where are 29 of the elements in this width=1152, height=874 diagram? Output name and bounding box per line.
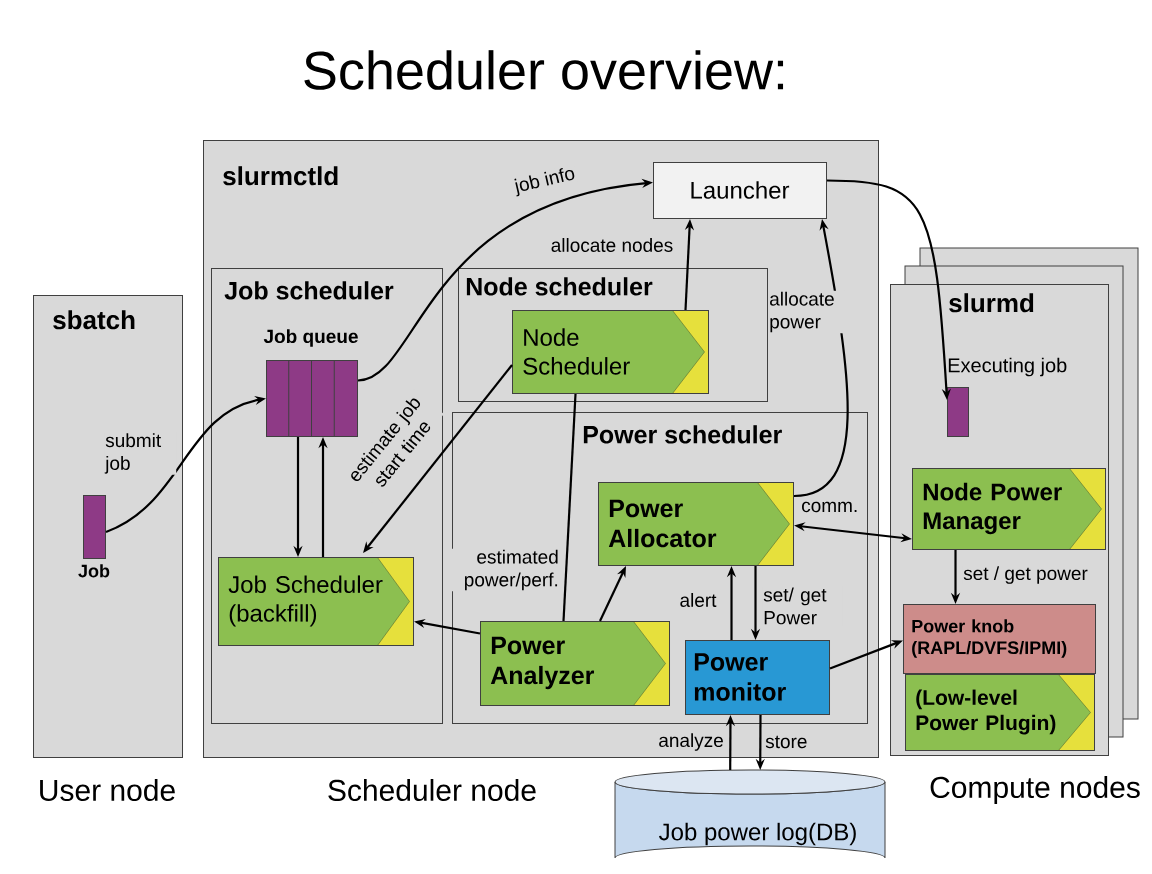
- edge-label: alert: [678, 592, 718, 608]
- node-caption: Scheduler node: [328, 779, 536, 801]
- database-cylinder: Job power log(DB): [614, 769, 886, 859]
- node-caption: Compute nodes: [930, 776, 1140, 804]
- job-bar: Executing job: [947, 357, 1067, 437]
- edge-label: estimated power/perf.: [447, 548, 560, 592]
- node-caption: User node: [40, 779, 175, 801]
- node-label: Executing job: [948, 357, 1067, 377]
- edge-label: submit job: [104, 432, 177, 475]
- plugin-box: Power Allocator: [598, 482, 794, 566]
- process-box: Power knob (RAPL/DVFS/IPMI): [903, 604, 1096, 674]
- edge-label: job info: [511, 164, 579, 198]
- process-box: Power monitor: [685, 640, 830, 715]
- edge-label: analyze: [657, 732, 725, 752]
- title: Scheduler overview:: [304, 50, 784, 90]
- connector-line: [562, 393, 577, 622]
- node-label: Job queue: [263, 329, 358, 347]
- edge-label: set / get power: [962, 565, 1089, 585]
- edge-label: set/ get Power: [762, 586, 843, 626]
- node-label: Job: [78, 564, 110, 578]
- plugin-box: (Low-level Power Plugin): [905, 674, 1095, 751]
- plugin-box: Node Scheduler: [512, 310, 709, 394]
- process-box: Launcher: [653, 162, 827, 219]
- plugin-box: Job Scheduler (backfill): [218, 557, 414, 646]
- job-bar: Job: [78, 495, 110, 578]
- plugin-box: Node Power Manager: [912, 468, 1106, 550]
- edge-label: allocate power: [768, 290, 845, 334]
- edge-label: allocate nodes: [549, 237, 675, 253]
- plugin-box: Power Analyzer: [480, 621, 670, 706]
